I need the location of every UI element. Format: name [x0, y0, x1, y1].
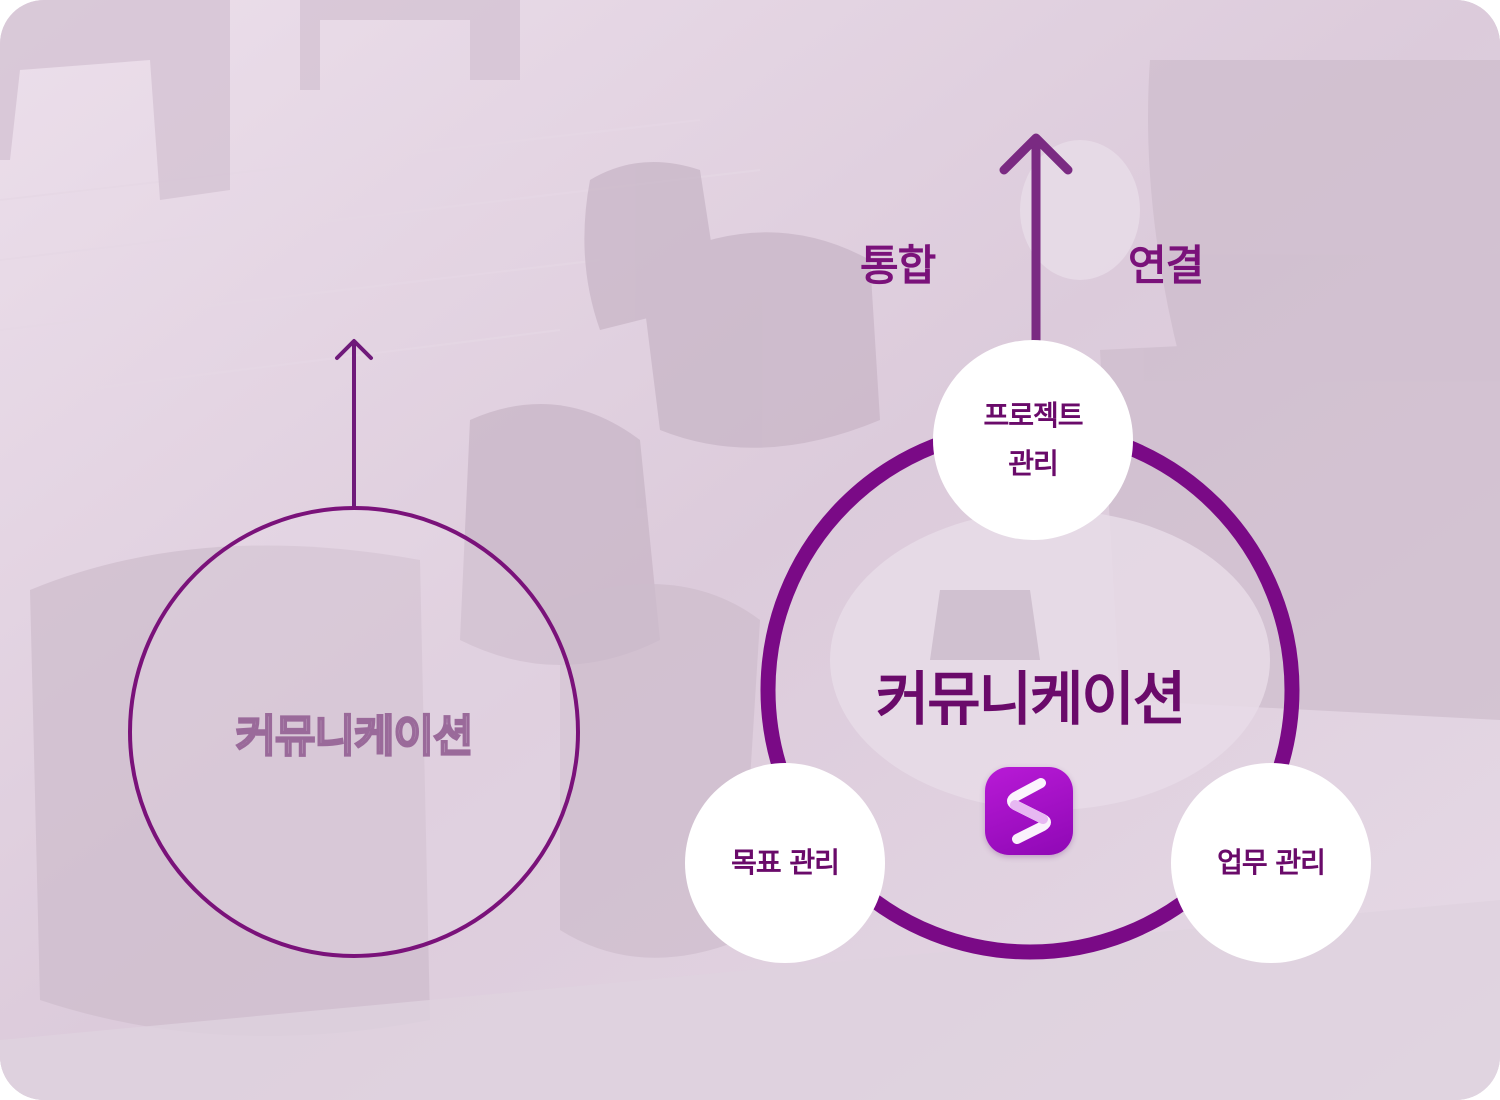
node-work-management-label: 업무 관리 — [1217, 846, 1326, 880]
node-goal-management-label: 목표 관리 — [731, 846, 840, 880]
ring-center-label: 커뮤니케이션 — [875, 665, 1186, 733]
node-project-management-label: 프로젝트 관리 — [983, 392, 1083, 487]
node-project-line2: 관리 — [1008, 447, 1059, 480]
node-work-management: 업무 관리 — [1171, 763, 1371, 963]
node-goal-management: 목표 관리 — [685, 763, 885, 963]
right-arrow-up-icon — [999, 133, 1073, 342]
node-project-management: 프로젝트 관리 — [933, 340, 1133, 540]
left-circle — [128, 506, 580, 958]
node-project-line1: 프로젝트 — [983, 399, 1083, 433]
s-app-logo-icon — [985, 767, 1073, 855]
word-connection: 연결 — [1128, 241, 1204, 290]
left-arrow-up-icon — [335, 339, 373, 508]
left-circle-label: 커뮤니케이션 — [235, 710, 475, 763]
word-integration: 통합 — [860, 241, 936, 290]
